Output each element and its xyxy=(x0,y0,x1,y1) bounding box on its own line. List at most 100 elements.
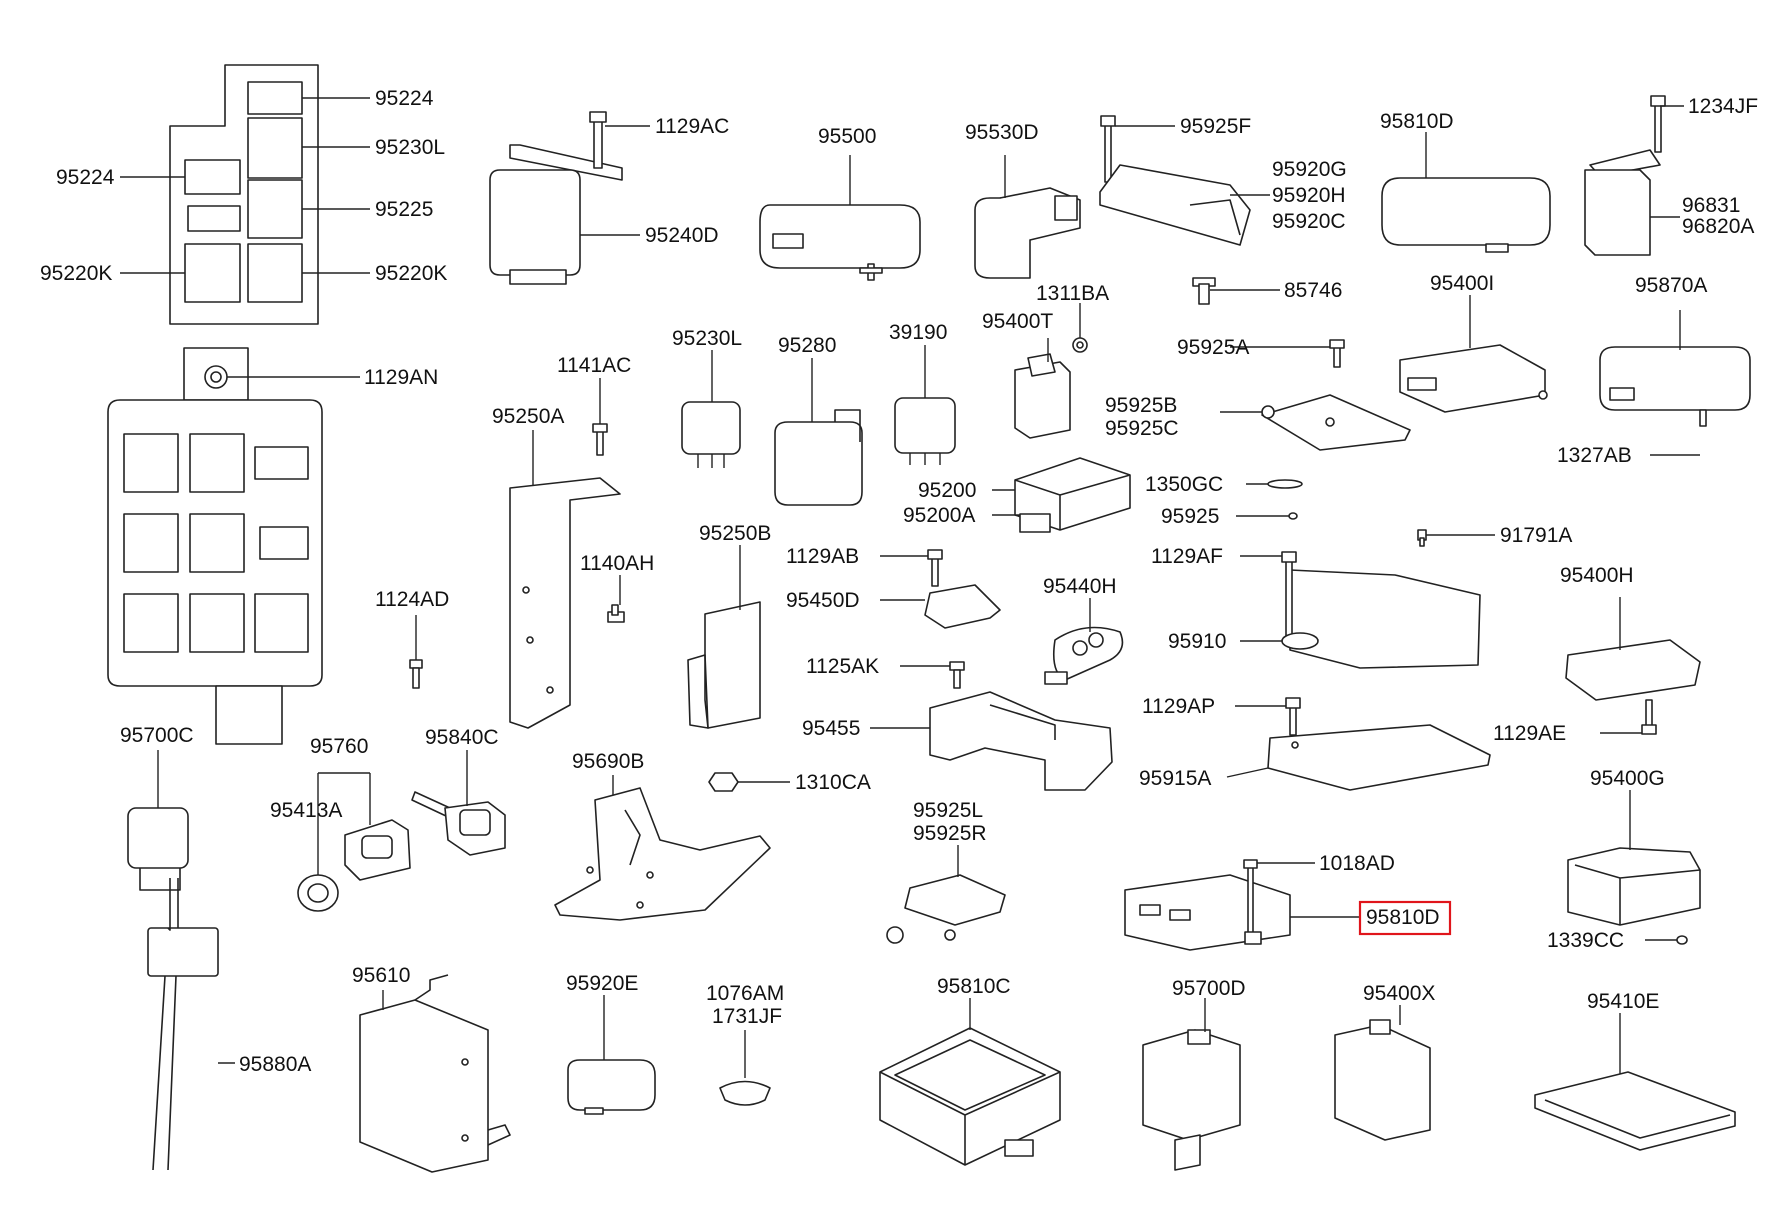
label-95400t: 95400T xyxy=(982,310,1053,333)
part-95250b-drawing xyxy=(687,601,761,729)
label-95200a: 95200A xyxy=(903,504,975,527)
label-95440h: 95440H xyxy=(1043,575,1117,598)
label-95400h: 95400H xyxy=(1560,564,1634,587)
label-95225: 95225 xyxy=(375,198,433,221)
label-1129ae: 1129AE xyxy=(1493,722,1566,745)
part-95840c-drawing xyxy=(411,791,506,856)
label-95915a: 95915A xyxy=(1139,767,1211,790)
relay-panel-drawing xyxy=(169,64,319,325)
label-1129ac: 1129AC xyxy=(655,115,729,138)
label-95450d: 95450D xyxy=(786,589,860,612)
label-95230l-a: 95230L xyxy=(375,136,445,159)
label-1140ah: 1140AH xyxy=(580,552,654,575)
part-95400g-drawing xyxy=(1567,847,1701,926)
label-1350gc: 1350GC xyxy=(1145,473,1223,496)
label-95280: 95280 xyxy=(778,334,836,357)
label-95240d: 95240D xyxy=(645,224,719,247)
label-95920e: 95920E xyxy=(566,972,638,995)
label-95840c: 95840C xyxy=(425,726,499,749)
part-95400i-drawing xyxy=(1399,344,1548,413)
part-96831-drawing xyxy=(1584,95,1666,256)
label-91791a: 91791A xyxy=(1500,524,1572,547)
label-96820a: 96820A xyxy=(1682,215,1754,238)
part-1339cc-drawing xyxy=(1676,935,1688,945)
part-labels: 95224 95230L 95224 95225 95220K 95220K 1… xyxy=(40,87,1758,1076)
part-95250a-drawing xyxy=(509,423,621,729)
part-95690b-drawing xyxy=(554,787,771,921)
label-95925c: 95925C xyxy=(1105,417,1179,440)
label-95220k-b: 95220K xyxy=(375,262,447,285)
label-95920g: 95920G xyxy=(1272,158,1347,181)
part-95920e-drawing xyxy=(567,1059,656,1115)
label-1125ak: 1125AK xyxy=(806,655,879,678)
label-95925a: 95925A xyxy=(1177,336,1249,359)
part-95500-drawing xyxy=(759,204,921,281)
part-39190-drawing xyxy=(894,397,956,465)
label-95700c: 95700C xyxy=(120,724,194,747)
part-95400x-drawing xyxy=(1334,1019,1431,1141)
part-95400h-drawing xyxy=(1565,639,1701,735)
label-95500: 95500 xyxy=(818,125,876,148)
label-95610: 95610 xyxy=(352,964,410,987)
part-85746-drawing xyxy=(1192,277,1216,305)
label-95690b: 95690B xyxy=(572,750,644,773)
part-1076am-drawing xyxy=(719,1080,771,1106)
label-95224-b: 95224 xyxy=(56,166,115,189)
label-95925l: 95925L xyxy=(913,799,983,822)
label-95250b: 95250B xyxy=(699,522,771,545)
part-95920-drawing xyxy=(1099,115,1251,246)
junction-block-drawing xyxy=(107,347,323,745)
highlight-box xyxy=(1358,900,1452,936)
label-1129an: 1129AN xyxy=(364,366,438,389)
part-95440h-drawing xyxy=(1044,626,1124,685)
part-95760-drawing xyxy=(344,819,411,881)
label-95920c: 95920C xyxy=(1272,210,1346,233)
label-1327ab: 1327AB xyxy=(1557,444,1632,467)
label-1311ba: 1311BA xyxy=(1036,282,1109,305)
part-1140ah-drawing xyxy=(607,604,625,623)
part-1350gc-drawing xyxy=(1267,479,1303,489)
label-95870a: 95870A xyxy=(1635,274,1707,297)
part-95925lr-drawing xyxy=(886,874,1006,944)
label-95920h: 95920H xyxy=(1272,184,1346,207)
label-1339cc: 1339CC xyxy=(1547,929,1624,952)
label-1234jf: 1234JF xyxy=(1688,95,1758,118)
part-95925-nut-drawing xyxy=(1288,512,1298,520)
label-85746: 85746 xyxy=(1284,279,1342,302)
label-95700d: 95700D xyxy=(1172,977,1246,1000)
part-95450d-drawing xyxy=(924,549,1001,629)
label-1141ac: 1141AC xyxy=(557,354,631,377)
label-95880a: 95880A xyxy=(239,1053,311,1076)
label-95400i: 95400I xyxy=(1430,272,1494,295)
label-1129ap: 1129AP xyxy=(1142,695,1215,718)
part-1310ca-drawing xyxy=(708,772,739,792)
part-95280-drawing xyxy=(774,409,863,506)
label-95925r: 95925R xyxy=(913,822,987,845)
part-95870a-drawing xyxy=(1599,346,1751,427)
label-95810c: 95810C xyxy=(937,975,1011,998)
label-95224-a: 95224 xyxy=(375,87,434,110)
label-39190: 39190 xyxy=(889,321,947,344)
label-95810d-highlighted[interactable]: 95810D xyxy=(1366,906,1440,929)
label-95760: 95760 xyxy=(310,735,368,758)
part-1311ba-drawing xyxy=(1072,337,1088,353)
part-95610-drawing xyxy=(359,974,511,1173)
label-1310ca: 1310CA xyxy=(795,771,871,794)
label-1018ad: 1018AD xyxy=(1319,852,1395,875)
part-95530d-drawing xyxy=(974,187,1081,279)
part-95240d-drawing xyxy=(489,111,623,285)
leader-lines xyxy=(120,97,1700,1078)
label-95910: 95910 xyxy=(1168,630,1226,653)
part-95230l-relay-drawing xyxy=(681,401,741,468)
part-95810d-top-drawing xyxy=(1381,177,1551,253)
label-1124ad: 1124AD xyxy=(375,588,449,611)
label-95410e: 95410E xyxy=(1587,990,1659,1013)
label-95925f: 95925F xyxy=(1180,115,1251,138)
part-95413a-drawing xyxy=(297,874,339,912)
part-95700d-drawing xyxy=(1142,1029,1241,1171)
label-96831: 96831 xyxy=(1682,194,1740,217)
part-95455-drawing xyxy=(929,691,1113,791)
label-95250a: 95250A xyxy=(492,405,564,428)
label-1076am: 1076AM xyxy=(706,982,784,1005)
